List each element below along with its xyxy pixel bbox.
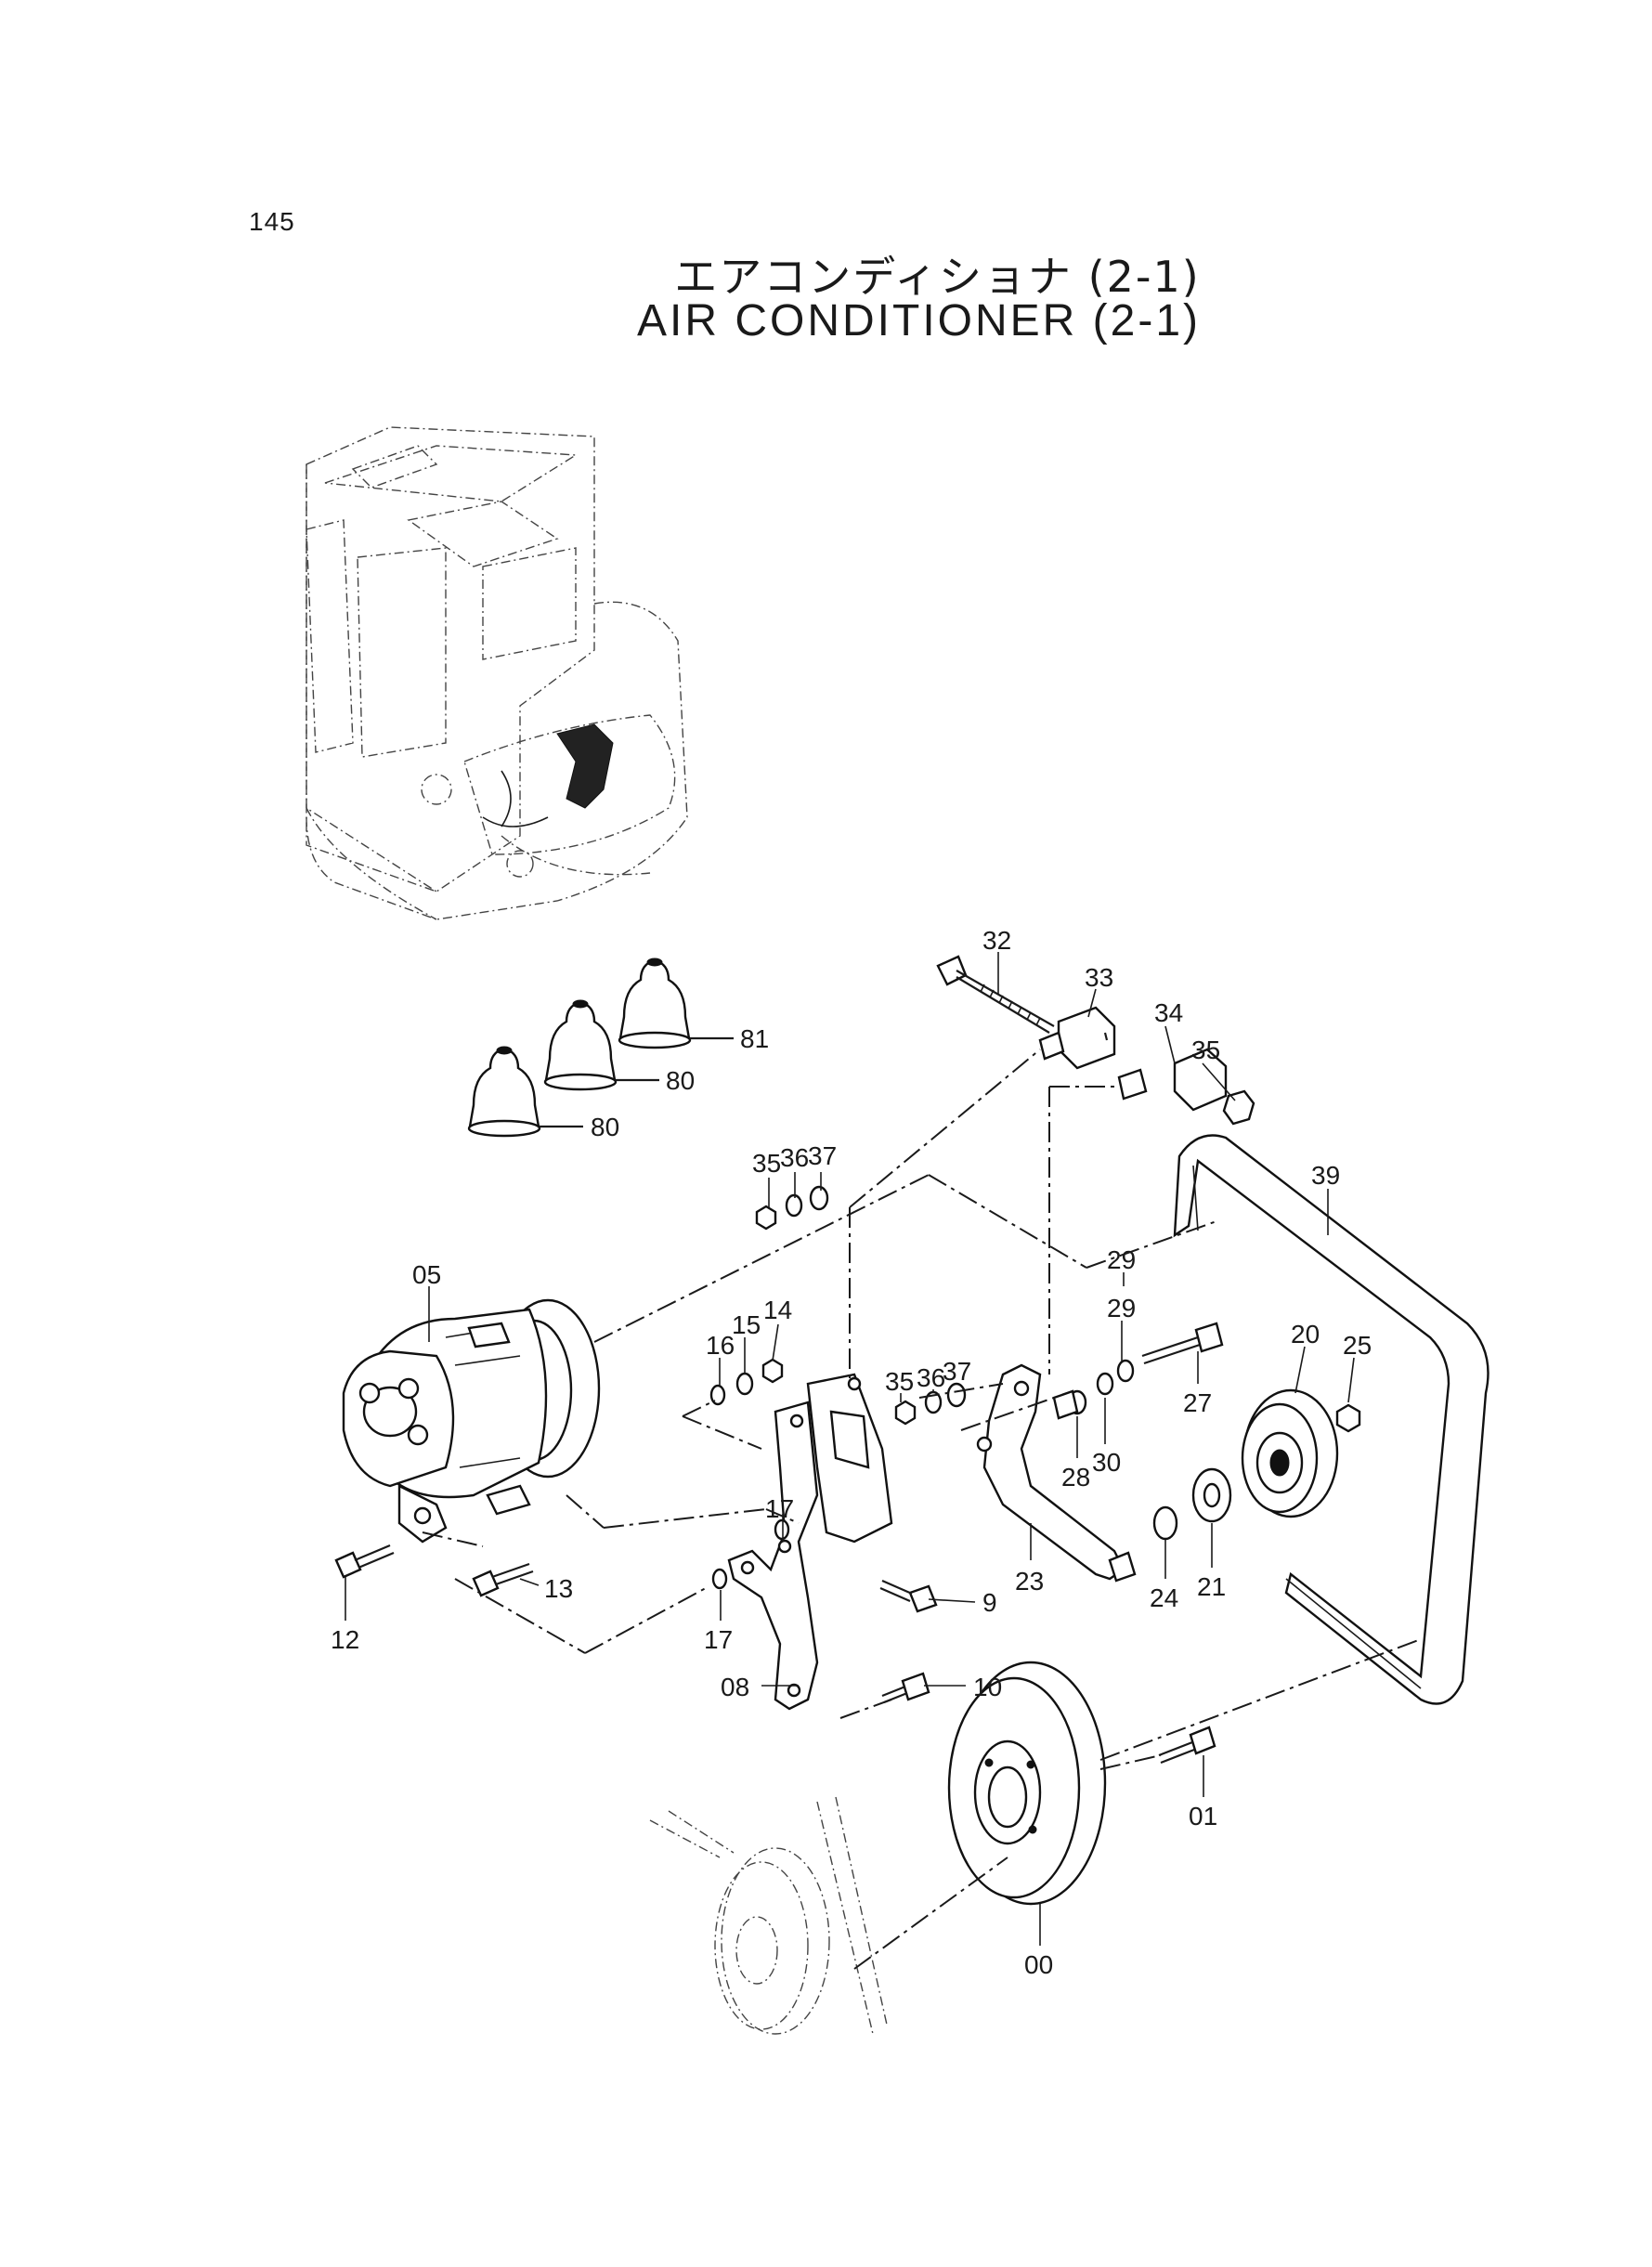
callout-16: 16: [706, 1331, 735, 1360]
machine-cab-illustration: [306, 426, 688, 920]
callout-23: 23: [1015, 1567, 1044, 1596]
callout-80-upper: 80: [666, 1066, 695, 1095]
callout-34: 34: [1154, 998, 1183, 1027]
callout-37-mid: 37: [943, 1357, 971, 1386]
callout-81: 81: [740, 1024, 769, 1053]
callout-15: 15: [732, 1310, 761, 1339]
small-hardware: [709, 1185, 1135, 1590]
compressor-05: [342, 1298, 601, 1544]
callout-14: 14: [763, 1296, 792, 1324]
callout-29-lower: 29: [1107, 1294, 1136, 1322]
callout-21: 21: [1197, 1572, 1226, 1601]
tension-arm-23: [976, 1363, 1137, 1583]
callout-36-mid: 36: [917, 1363, 945, 1392]
callout-leaders: [345, 952, 1355, 1946]
callout-32: 32: [982, 926, 1011, 955]
filter-elements: [467, 958, 734, 1138]
callout-01: 01: [1189, 1802, 1217, 1831]
callout-17-lower: 17: [704, 1625, 733, 1654]
callout-labels: 32 33 34 35 81 80 80 35 36 37 39 29 05 1…: [331, 926, 1372, 1979]
page-title-english: AIR CONDITIONER (2-1): [636, 296, 1202, 345]
callout-39: 39: [1311, 1161, 1340, 1190]
callout-35-top: 35: [1191, 1036, 1220, 1064]
filter-element-81: [618, 958, 692, 1049]
callout-13: 13: [544, 1574, 573, 1603]
filter-element-80-bottom: [467, 1046, 541, 1138]
callout-36-left: 36: [780, 1143, 809, 1172]
callout-80-lower: 80: [591, 1113, 619, 1141]
callout-05: 05: [412, 1260, 441, 1289]
assembly-centerlines: [422, 1049, 1422, 1970]
callout-00: 00: [1024, 1950, 1053, 1979]
callout-08: 08: [721, 1673, 749, 1701]
page-number: 145: [249, 207, 295, 236]
bolts-27-9-10-01: [879, 1322, 1224, 1765]
callout-27: 27: [1183, 1388, 1212, 1417]
callout-28: 28: [1061, 1463, 1090, 1492]
callout-35-left: 35: [752, 1149, 781, 1178]
callout-20: 20: [1291, 1320, 1320, 1348]
crank-pulley-00: [947, 1661, 1107, 1906]
bracket-08: [727, 1373, 893, 1711]
callout-12: 12: [331, 1625, 359, 1654]
callout-29-upper: 29: [1107, 1245, 1136, 1274]
tension-adjuster: [936, 955, 1255, 1126]
callout-24: 24: [1150, 1583, 1178, 1612]
callout-37-left: 37: [808, 1141, 837, 1170]
callout-17-upper: 17: [765, 1494, 794, 1523]
engine-pulley-reference: [649, 1796, 888, 2035]
callout-10: 10: [973, 1673, 1002, 1701]
callout-9: 9: [982, 1588, 997, 1617]
callout-35-mid: 35: [885, 1367, 914, 1396]
callout-25: 25: [1343, 1331, 1372, 1360]
filter-element-80-top: [543, 999, 618, 1091]
idler-pulley-20: [1152, 1388, 1361, 1541]
page-title-japanese: エアコンディショナ (2-1): [674, 252, 1201, 302]
callout-30: 30: [1092, 1448, 1121, 1477]
callout-33: 33: [1085, 963, 1113, 992]
bolts-12-13: [334, 1544, 534, 1597]
drive-belt-39: [1173, 1134, 1489, 1705]
